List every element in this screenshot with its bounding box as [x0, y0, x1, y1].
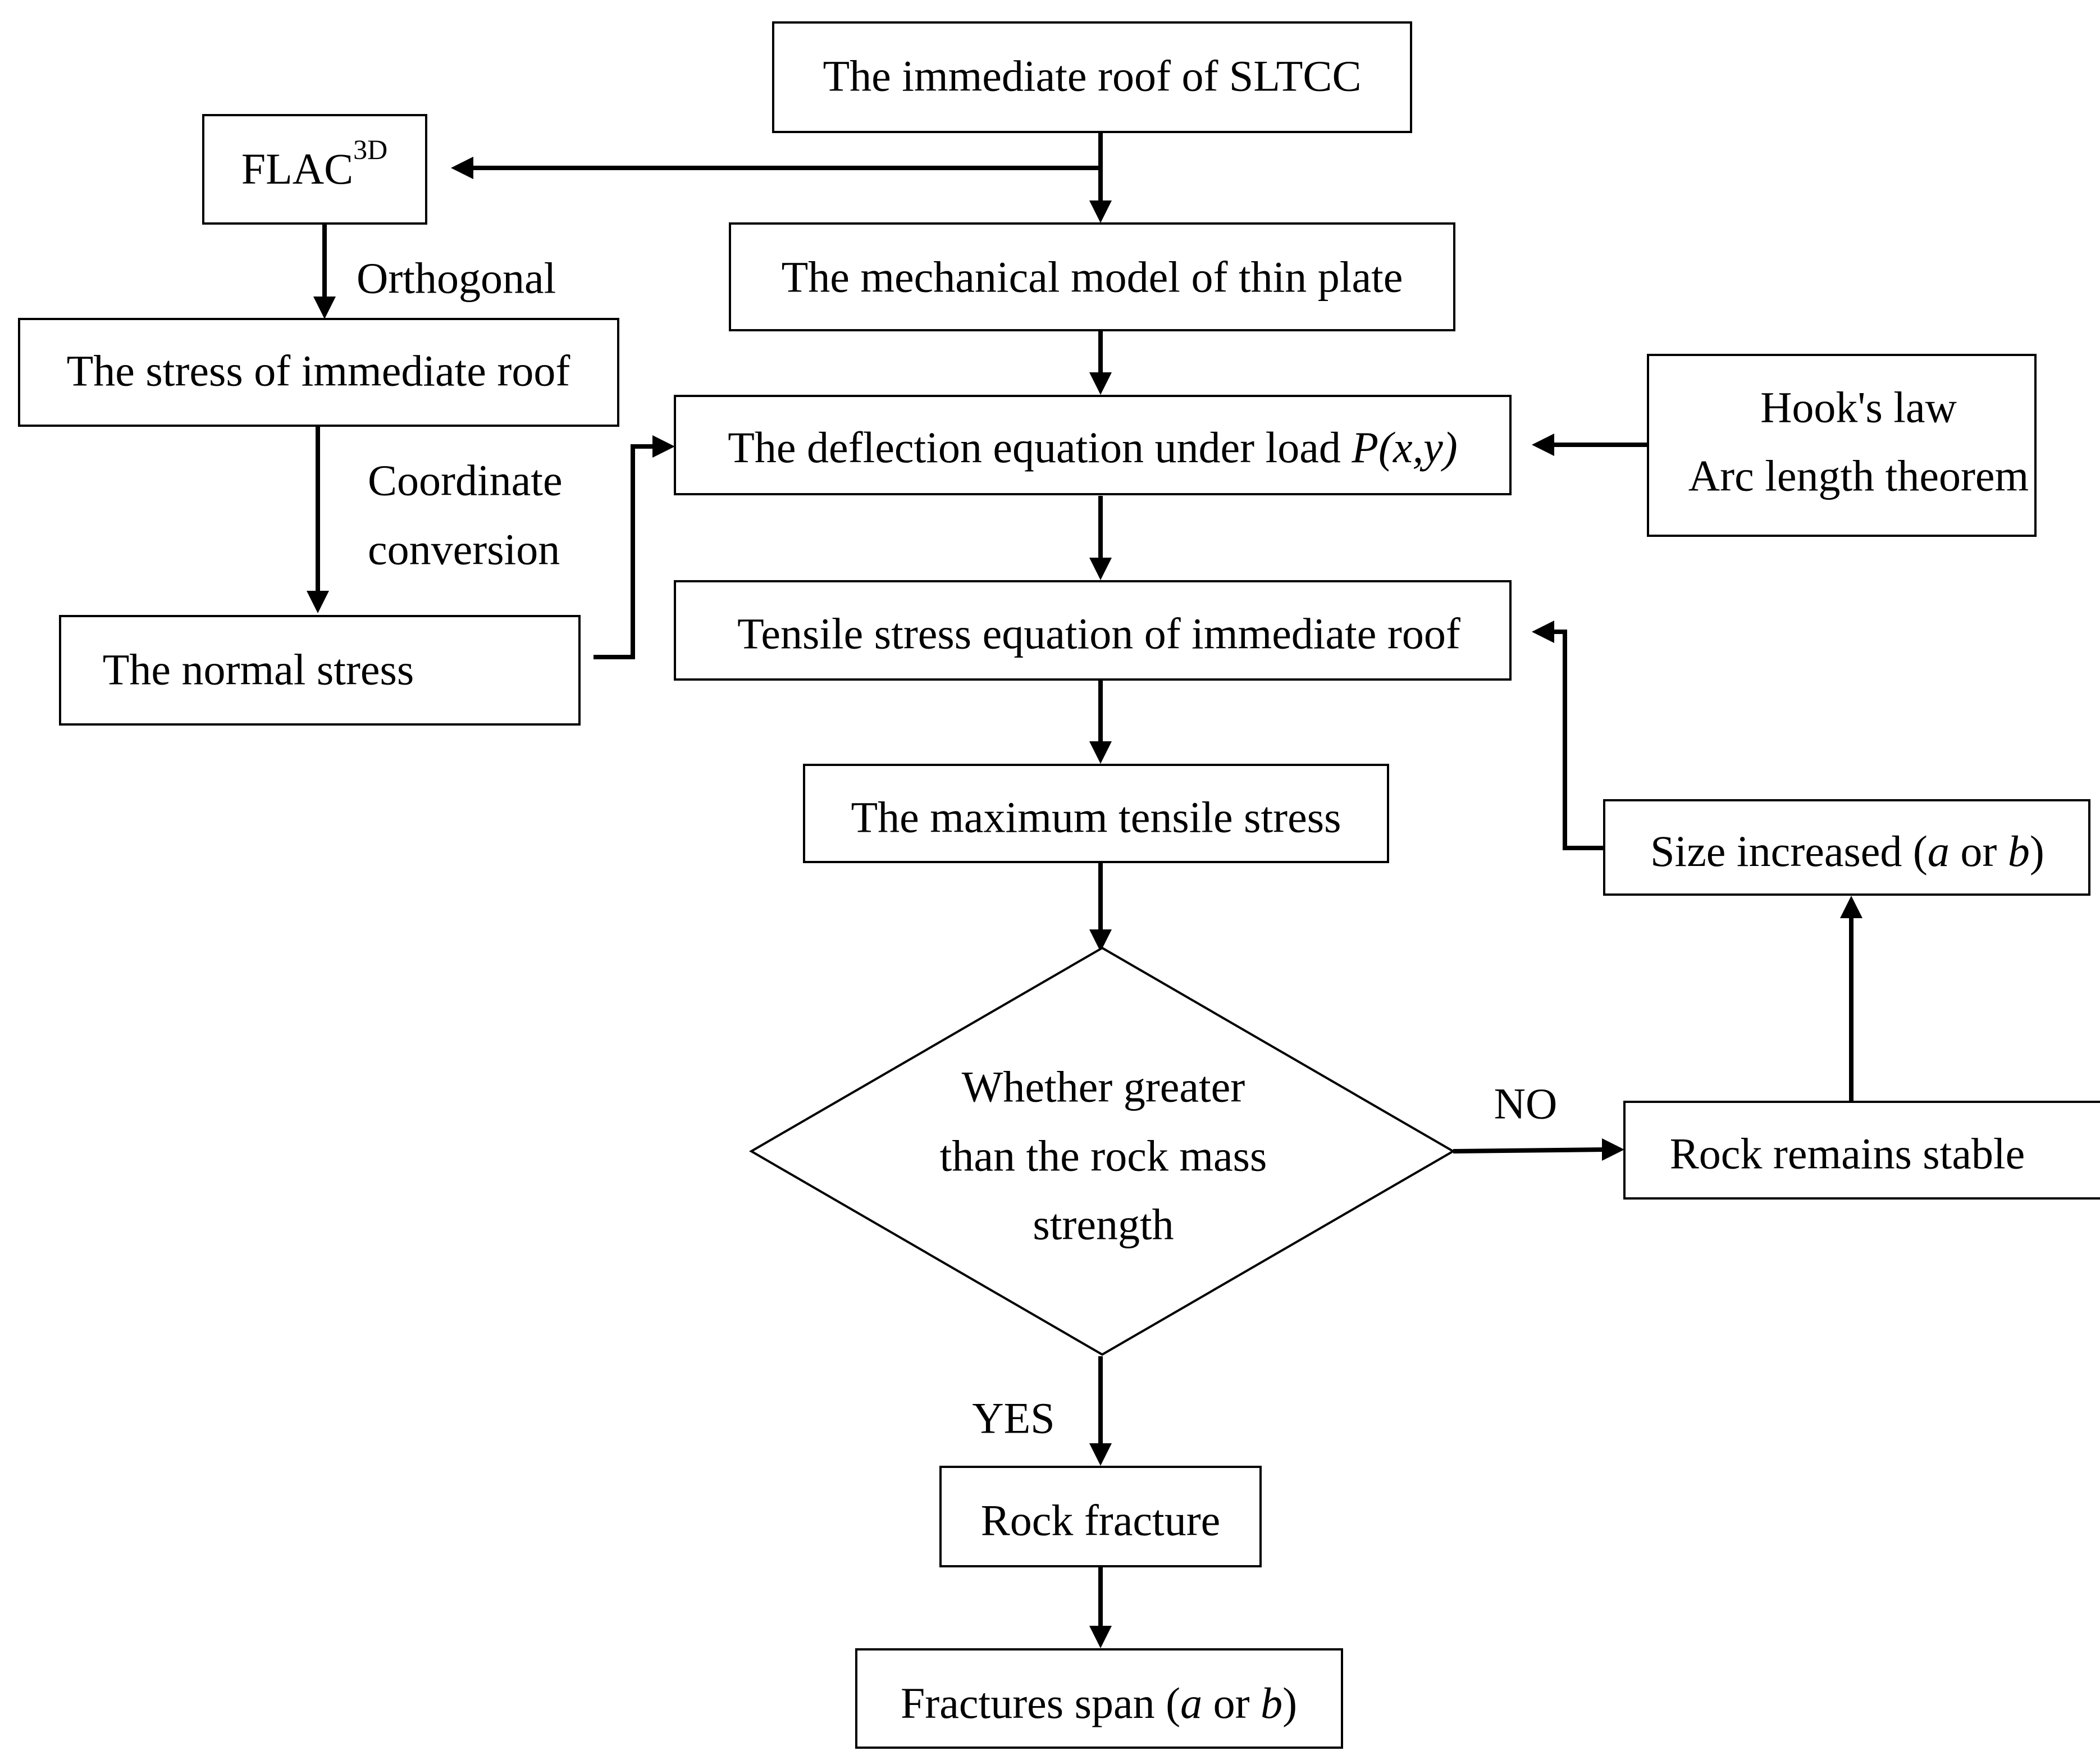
node-max-tensile-label: The maximum tensile stress: [851, 793, 1341, 842]
arrowhead-roof-to-model: [1089, 200, 1112, 223]
arrowhead-size-to-tensile: [1532, 621, 1554, 643]
size-var-a: a: [1928, 827, 1950, 876]
label-orthogonal: Orthogonal: [357, 254, 556, 303]
node-hooks-law: Hook's law Arc length theorem: [1647, 354, 2037, 537]
node-hooks-law-label: Hook's law: [1760, 383, 1957, 432]
connectors: [307, 133, 1862, 1648]
node-rock-fracture-label: Rock fracture: [981, 1496, 1221, 1545]
node-arc-length-label: Arc length theorem: [1688, 452, 2029, 500]
label-yes: YES: [972, 1394, 1054, 1443]
span-var-b: b: [1261, 1679, 1282, 1727]
node-normal-stress: The normal stress: [59, 615, 581, 726]
node-mechanical-model: The mechanical model of thin plate: [729, 222, 1455, 331]
span-text-or: or: [1202, 1679, 1261, 1727]
arrowhead-deflection-to-tensile: [1089, 558, 1112, 580]
label-no: NO: [1494, 1079, 1558, 1128]
deflection-load-symbol: P(x,y): [1351, 423, 1457, 472]
edge-size-to-tensile: [1551, 630, 1604, 850]
arrowhead-roof-to-flac: [451, 157, 473, 179]
label-conversion: conversion: [368, 525, 560, 574]
decision-line-3: strength: [1033, 1200, 1174, 1249]
node-mechanical-model-label: The mechanical model of thin plate: [782, 253, 1403, 302]
arrowhead-max-to-decision: [1089, 929, 1112, 952]
span-text-start: Fractures span (: [901, 1679, 1180, 1727]
flac-superscript: 3D: [353, 134, 387, 165]
node-deflection-equation: The deflection equation under load P(x,y…: [674, 395, 1512, 495]
node-tensile-equation-label: Tensile stress equation of immediate roo…: [737, 609, 1460, 658]
arrowhead-normal-to-deflection: [652, 435, 675, 458]
arrowhead-decision-no: [1602, 1138, 1624, 1161]
span-var-a: a: [1180, 1679, 1202, 1727]
size-text-start: Size increased (: [1650, 827, 1928, 876]
node-flac3d-label: FLAC3D: [241, 134, 388, 193]
node-max-tensile: The maximum tensile stress: [803, 764, 1389, 863]
node-stress-immediate-roof: The stress of immediate roof: [18, 318, 619, 427]
arrowhead-stress-to-normal: [307, 591, 329, 613]
decision-line-1: Whether greater: [962, 1063, 1245, 1111]
node-immediate-roof-label: The immediate roof of SLTCC: [823, 52, 1362, 101]
arrowhead-model-to-deflection: [1089, 372, 1112, 395]
edge-normal-to-deflection: [594, 444, 655, 659]
arrowhead-flac-to-stress: [313, 297, 336, 319]
node-size-increased: Size increased (a or b): [1603, 799, 2090, 896]
size-text-end: ): [2030, 827, 2044, 876]
node-fractures-span-label: Fractures span (a or b): [901, 1679, 1297, 1727]
decision-line-2: than the rock mass: [940, 1132, 1267, 1180]
edge-decision-no: [1453, 1147, 1605, 1153]
label-coordinate: Coordinate: [368, 456, 563, 505]
arrowhead-fracture-to-span: [1089, 1626, 1112, 1648]
node-deflection-equation-label: The deflection equation under load P(x,y…: [728, 423, 1457, 472]
arrowhead-decision-yes: [1089, 1443, 1112, 1466]
node-normal-stress-label: The normal stress: [103, 645, 414, 694]
node-size-increased-label: Size increased (a or b): [1650, 827, 2044, 876]
node-tensile-equation: Tensile stress equation of immediate roo…: [674, 580, 1512, 681]
node-rock-stable: Rock remains stable: [1623, 1101, 2100, 1200]
size-var-b: b: [2008, 827, 2030, 876]
size-text-or: or: [1950, 827, 2008, 876]
span-text-end: ): [1282, 1679, 1297, 1727]
node-flac3d: FLAC3D: [202, 114, 427, 225]
node-rock-stable-label: Rock remains stable: [1670, 1129, 2025, 1178]
edge-labels: Orthogonal Coordinate conversion NO YES: [357, 254, 1557, 1443]
flac-main-text: FLAC: [241, 144, 353, 193]
node-fractures-span: Fractures span (a or b): [855, 1648, 1343, 1749]
node-stress-immediate-roof-label: The stress of immediate roof: [67, 346, 570, 395]
arrowhead-tensile-to-max: [1089, 741, 1112, 764]
node-rock-fracture: Rock fracture: [939, 1466, 1262, 1567]
arrowhead-stable-to-size: [1840, 896, 1862, 918]
arrowhead-hooks-to-deflection: [1532, 434, 1554, 456]
deflection-text: The deflection equation under load: [728, 423, 1352, 472]
node-decision: Whether greater than the rock mass stren…: [749, 946, 1455, 1356]
node-immediate-roof: The immediate roof of SLTCC: [772, 21, 1412, 133]
